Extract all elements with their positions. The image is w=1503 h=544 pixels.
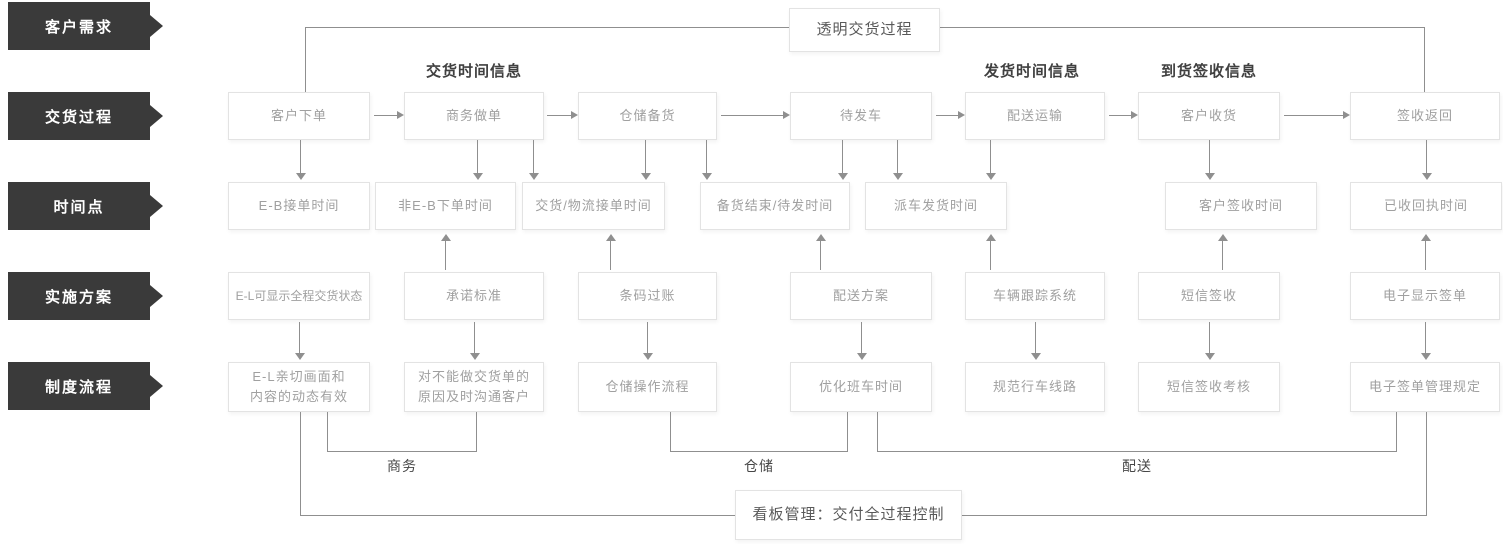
arrow-down	[838, 140, 848, 180]
arrow-up	[606, 234, 616, 270]
node-transparent-process: 透明交货过程	[789, 8, 940, 52]
arrow-down	[702, 140, 712, 180]
connector-bottom-right	[962, 412, 1427, 516]
node-customer-receive: 客户收货	[1138, 92, 1280, 140]
sidebar-tag-policy-process: 制度流程	[8, 362, 150, 410]
arrow-down	[893, 140, 903, 180]
arrow-up	[816, 234, 826, 270]
flow-arrow-right	[547, 111, 578, 119]
arrow-down	[296, 140, 306, 180]
connector-bottom-left	[300, 412, 735, 516]
node-kanban-management: 看板管理：交付全过程控制	[735, 490, 962, 540]
arrow-up	[1421, 234, 1431, 270]
node-delivery-transport: 配送运输	[965, 92, 1105, 140]
node-await-dispatch: 待发车	[790, 92, 932, 140]
time-dispatch-ship: 派车发货时间	[865, 182, 1007, 230]
header-delivery-time-info: 交货时间信息	[425, 63, 522, 80]
arrow-down	[1205, 322, 1215, 360]
header-arrival-sign-info: 到货签收信息	[1160, 63, 1257, 80]
arrow-up	[1218, 234, 1228, 270]
arrow-down	[857, 322, 867, 360]
pol-el-dynamic-screen: E-L亲切画面和 内容的动态有效	[228, 362, 370, 412]
sol-barcode-posting: 条码过账	[578, 272, 717, 320]
sidebar-tag-time-points: 时间点	[8, 182, 150, 230]
arrow-up	[986, 234, 996, 270]
time-delivery-logistics-order: 交货/物流接单时间	[522, 182, 665, 230]
arrow-down	[1422, 140, 1432, 180]
time-customer-sign: 客户签收时间	[1165, 182, 1317, 230]
pol-sms-sign-assessment: 短信签收考核	[1138, 362, 1280, 412]
sidebar-tag-delivery-process: 交货过程	[8, 92, 150, 140]
time-eb-order: E-B接单时间	[228, 182, 370, 230]
pol-warehouse-sop: 仓储操作流程	[578, 362, 717, 412]
pol-communicate-customer: 对不能做交货单的 原因及时沟通客户	[404, 362, 544, 412]
bracket-warehouse	[670, 412, 848, 452]
node-warehouse-prepare: 仓储备货	[578, 92, 717, 140]
arrow-down	[295, 322, 305, 360]
flow-arrow-right	[721, 111, 790, 119]
time-prep-complete: 备货结束/待发时间	[700, 182, 850, 230]
sidebar-tag-customer-demand: 客户需求	[8, 2, 150, 50]
sol-el-full-status: E-L可显示全程交货状态	[228, 272, 370, 320]
arrow-down	[986, 140, 996, 180]
node-signoff-return: 签收返回	[1350, 92, 1500, 140]
arrow-down	[1205, 140, 1215, 180]
flow-arrow-right	[374, 111, 404, 119]
time-non-eb-order: 非E-B下单时间	[375, 182, 516, 230]
sol-sms-sign: 短信签收	[1138, 272, 1280, 320]
sol-commitment-standard: 承诺标准	[404, 272, 544, 320]
connector-top-left	[305, 27, 789, 92]
pol-route-standard: 规范行车线路	[965, 362, 1105, 412]
group-label-business: 商务	[387, 458, 417, 474]
pol-shuttle-schedule: 优化班车时间	[790, 362, 932, 412]
bracket-business	[327, 412, 477, 452]
arrow-down	[1421, 322, 1431, 360]
flow-arrow-right	[1284, 111, 1350, 119]
connector-top-right	[940, 27, 1425, 92]
header-shipping-time-info: 发货时间信息	[983, 63, 1080, 80]
flow-arrow-right	[936, 111, 965, 119]
sol-vehicle-tracking: 车辆跟踪系统	[965, 272, 1105, 320]
node-customer-order: 客户下单	[228, 92, 370, 140]
group-label-warehouse: 仓储	[744, 458, 774, 474]
group-label-delivery: 配送	[1122, 458, 1152, 474]
sol-electronic-sign-display: 电子显示签单	[1350, 272, 1500, 320]
arrow-down	[643, 322, 653, 360]
arrow-up	[441, 234, 451, 270]
bracket-delivery	[877, 412, 1397, 452]
node-business-order: 商务做单	[404, 92, 544, 140]
time-receipt-received: 已收回执时间	[1350, 182, 1502, 230]
arrow-down	[470, 322, 480, 360]
sidebar-tag-implementation-plan: 实施方案	[8, 272, 150, 320]
pol-esign-regulation: 电子签单管理规定	[1350, 362, 1500, 412]
sol-delivery-plan: 配送方案	[790, 272, 932, 320]
arrow-down	[1031, 322, 1041, 360]
arrow-down	[641, 140, 651, 180]
flow-arrow-right	[1109, 111, 1138, 119]
arrow-down	[529, 140, 539, 180]
arrow-down	[473, 140, 483, 180]
